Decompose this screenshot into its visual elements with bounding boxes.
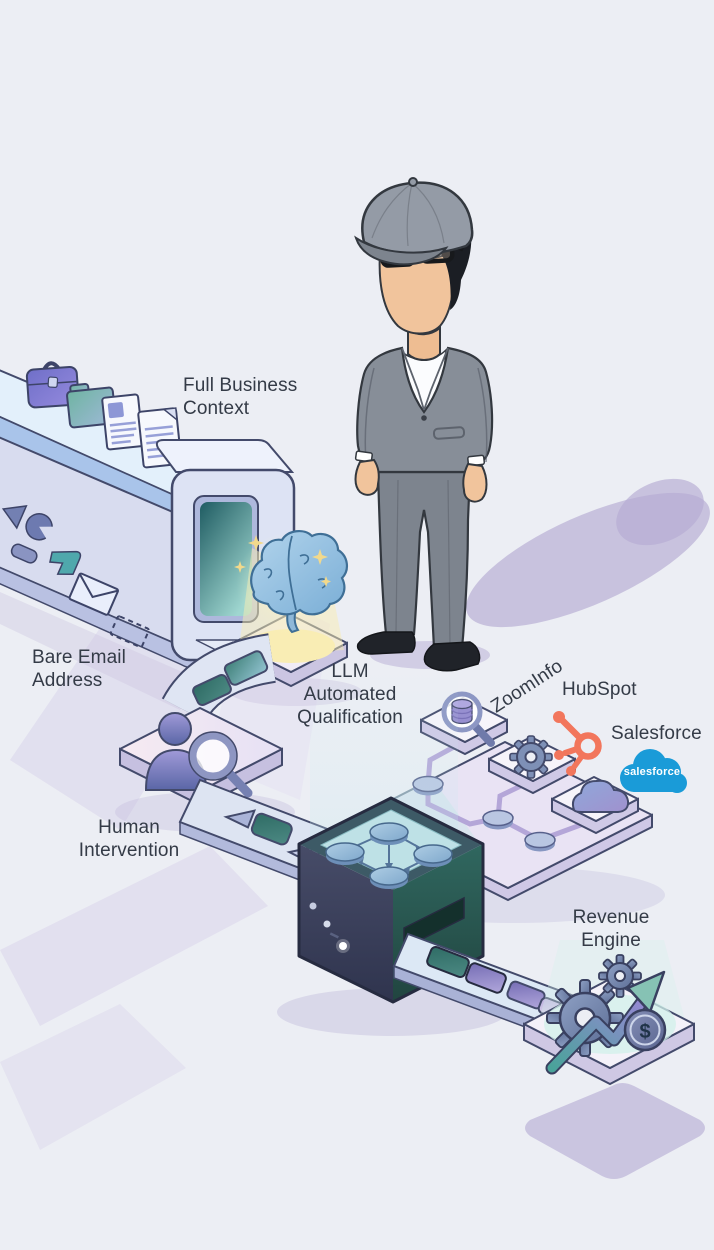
llm-brain-station	[232, 530, 348, 688]
suit-jacket	[356, 346, 494, 474]
hand	[354, 458, 380, 496]
shape-fragment-icon	[49, 550, 82, 575]
cap-brim	[354, 235, 449, 266]
revenue-platform-shadow	[525, 1083, 705, 1179]
data-chip	[465, 962, 507, 994]
label-bare-email-address: Bare Email Address	[32, 647, 126, 691]
data-fragments	[1, 505, 150, 648]
light-beam	[310, 664, 458, 850]
salesforce-wordmark: salesforce	[623, 766, 681, 778]
label-revenue-engine: Revenue Engine	[572, 907, 650, 951]
gear-tile	[488, 735, 576, 795]
revenue-engine-station: $	[523, 940, 695, 1086]
trousers	[376, 470, 472, 650]
data-chip	[426, 945, 470, 979]
review-conveyor	[161, 633, 277, 723]
label-salesforce: Salesforce	[611, 723, 702, 744]
dollar-glyph: $	[639, 1021, 650, 1043]
shoe	[423, 641, 481, 672]
dashed-box-icon	[109, 615, 150, 648]
salesforce-logo	[620, 749, 687, 793]
gear-icon	[509, 735, 553, 779]
flat-cap	[361, 181, 474, 256]
briefcase-icon	[25, 361, 80, 409]
hubspot-logo	[553, 711, 602, 776]
man-figure	[354, 177, 494, 672]
envelope-icon	[68, 572, 119, 616]
qualification-conveyor	[178, 778, 332, 886]
human-intervention-station	[119, 707, 283, 808]
data-chip	[250, 812, 293, 846]
triangle-fragment-icon	[1, 505, 28, 530]
status-lights	[309, 902, 350, 953]
triangle-marker	[223, 809, 257, 829]
brain-icon	[250, 530, 348, 634]
magnifier-icon	[188, 731, 253, 798]
cloud-tile	[551, 776, 639, 835]
shoe	[356, 631, 416, 655]
label-llm-automated-qualification: LLM Automated Qualification	[297, 661, 403, 728]
hand	[462, 462, 488, 503]
sparkle-icons	[234, 535, 331, 587]
dollar-coin-icon: $	[623, 1008, 667, 1052]
data-chip	[223, 650, 269, 686]
data-chip	[192, 673, 232, 707]
label-human-intervention: Human Intervention	[78, 817, 180, 861]
node-graph-icon	[325, 822, 453, 889]
cloud-icon	[571, 779, 630, 813]
label-hubspot: HubSpot	[562, 679, 637, 700]
document-image-icon	[101, 393, 144, 451]
label-full-business-context: Full Business Context	[183, 375, 298, 419]
pill-fragment-icon	[10, 543, 38, 564]
